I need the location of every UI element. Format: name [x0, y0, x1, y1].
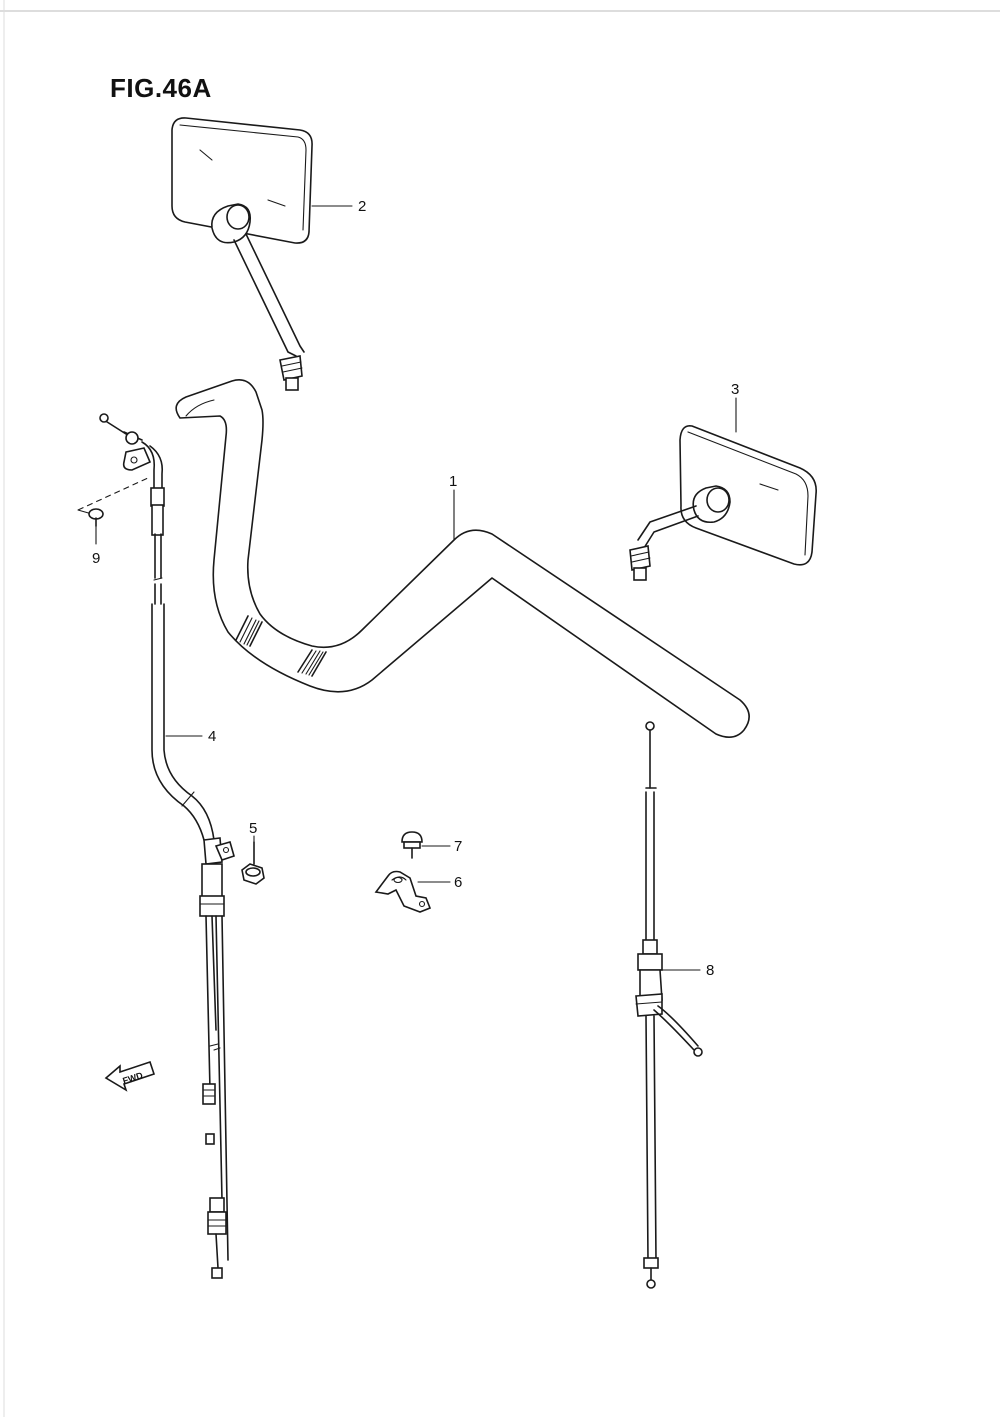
part-right-mirror[interactable] — [629, 424, 817, 581]
callout-number: 8 — [706, 962, 714, 979]
callout-7: 7 — [421, 838, 462, 855]
callout-number: 7 — [454, 838, 462, 855]
callout-3: 3 — [731, 381, 739, 433]
part-left-mirror[interactable] — [171, 117, 313, 391]
part-screw-9[interactable] — [77, 477, 149, 527]
callout-9: 9 — [92, 525, 100, 567]
callout-5: 5 — [249, 820, 257, 843]
part-screw-7[interactable] — [401, 831, 423, 859]
callout-number: 6 — [454, 874, 462, 891]
part-throttle-cable[interactable] — [99, 413, 235, 1279]
callout-4: 4 — [165, 728, 216, 745]
callout-number: 3 — [731, 381, 739, 398]
callout-number: 9 — [92, 550, 100, 567]
part-bolt-5[interactable] — [241, 841, 265, 885]
callout-number: 4 — [208, 728, 216, 745]
callout-8: 8 — [661, 962, 714, 979]
callout-number: 1 — [449, 473, 457, 490]
callout-2: 2 — [311, 198, 366, 215]
fwd-arrow-icon: FWD — [104, 1060, 156, 1092]
callout-6: 6 — [417, 874, 462, 891]
callout-1: 1 — [449, 473, 457, 541]
part-choke-cable[interactable] — [635, 721, 703, 1289]
figure-title: FIG.46A — [110, 73, 212, 103]
callout-number: 5 — [249, 820, 257, 837]
part-handlebar[interactable] — [175, 379, 750, 738]
part-clamp-6[interactable] — [374, 870, 432, 913]
callout-number: 2 — [358, 198, 366, 215]
